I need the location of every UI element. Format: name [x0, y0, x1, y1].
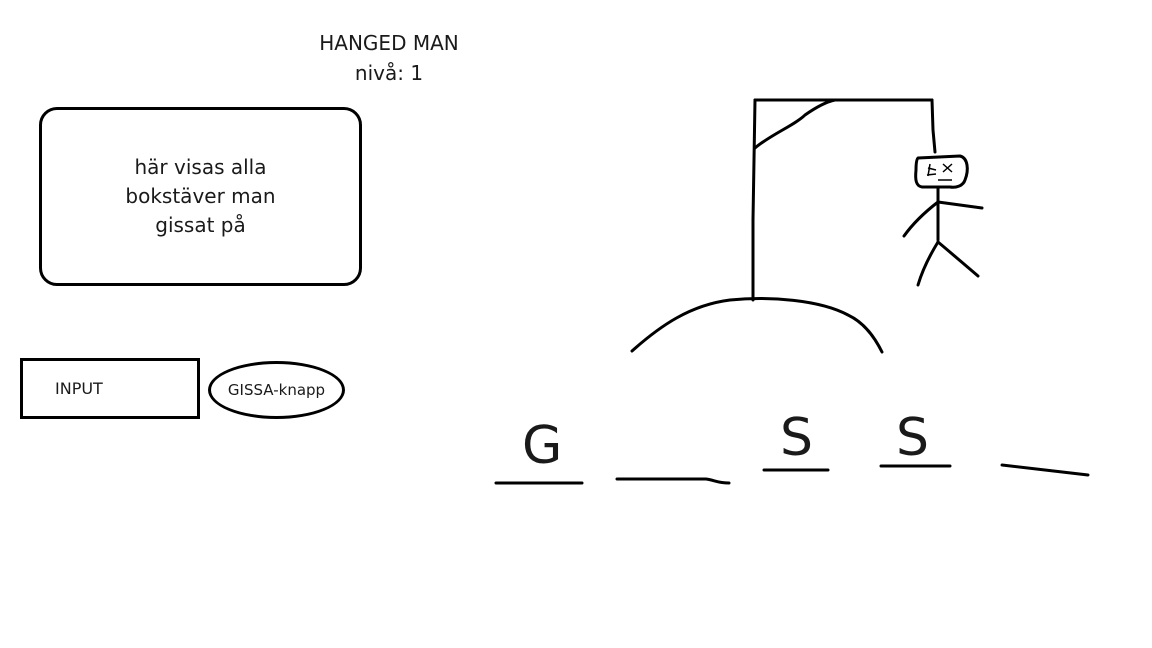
- slot-letter-4: S: [896, 408, 930, 468]
- game-title: HANGED MAN: [319, 31, 459, 55]
- letter-slot: [615, 477, 731, 485]
- hill: [630, 297, 884, 354]
- rope: [930, 98, 937, 154]
- arms: [902, 200, 984, 238]
- head: [914, 154, 969, 189]
- slot-letter-3: S: [780, 408, 814, 468]
- left-leg: [916, 240, 940, 287]
- game-header: HANGED MAN nivå: 1: [289, 28, 489, 88]
- gallows-post: [751, 98, 757, 302]
- slot-letter-1: G: [522, 416, 563, 476]
- letter-input[interactable]: [20, 358, 200, 419]
- letter-slot: [1000, 463, 1090, 477]
- hangman-drawing: [630, 98, 984, 354]
- right-leg: [936, 240, 980, 278]
- level-indicator: nivå: 1: [354, 61, 424, 85]
- dead-eyes: [926, 163, 953, 181]
- guessed-letters-box: här visas alla bokstäver man gissat på: [39, 107, 362, 286]
- guessed-letters-text: här visas alla bokstäver man gissat på: [125, 155, 276, 237]
- gallows-brace: [753, 98, 837, 150]
- guess-button[interactable]: GISSA-knapp: [208, 361, 345, 419]
